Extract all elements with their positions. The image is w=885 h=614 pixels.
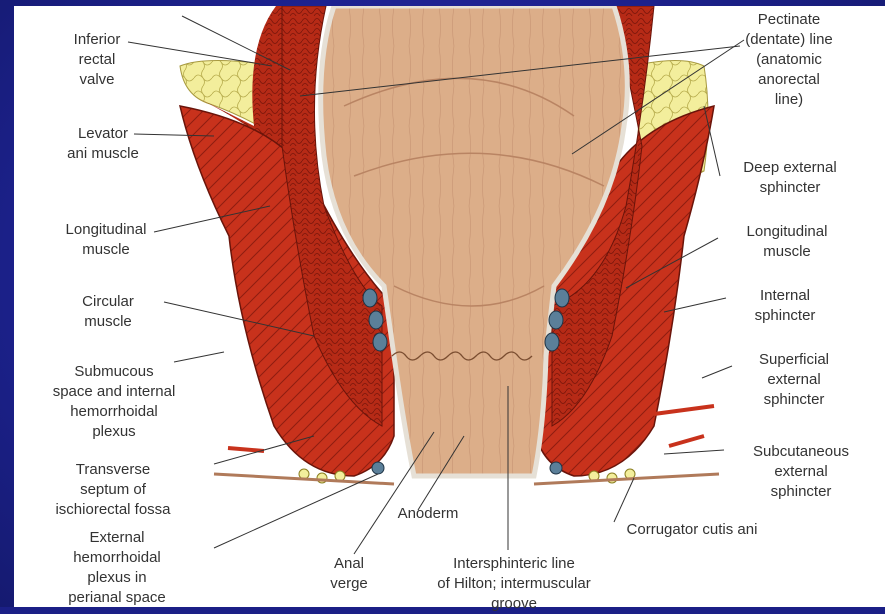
label-longitudinal-muscle-right: Longitudinal muscle [722,222,852,262]
label-internal-sphincter: Internal sphincter [730,286,840,326]
label-subcutaneous-external-sphincter: Subcutaneous external sphincter [726,442,876,502]
figure-card: Inferior rectal valve Levator ani muscle… [14,6,885,607]
label-circular-muscle: Circular muscle [58,292,158,332]
label-anoderm: Anoderm [378,504,478,524]
label-pectinate-line: Pectinate (dentate) line (anatomic anore… [724,10,854,110]
label-deep-external-sphincter: Deep external sphincter [720,158,860,198]
label-corrugator-cutis-ani: Corrugator cutis ani [602,520,782,540]
label-levator-ani-muscle: Levator ani muscle [48,124,158,164]
label-submucous-space: Submucous space and internal hemorrhoida… [24,362,204,442]
label-transverse-septum: Transverse septum of ischiorectal fossa [28,460,198,520]
label-external-hemorrhoidal-plexus: External hemorrhoidal plexus in perianal… [42,528,192,608]
label-longitudinal-muscle-left: Longitudinal muscle [46,220,166,260]
label-anal-verge: Anal verge [314,554,384,594]
label-intersphincteric-line: Intersphinteric line of Hilton; intermus… [414,554,614,614]
label-superficial-external-sphincter: Superficial external sphincter [734,350,854,410]
label-inferior-rectal-valve: Inferior rectal valve [42,30,152,90]
